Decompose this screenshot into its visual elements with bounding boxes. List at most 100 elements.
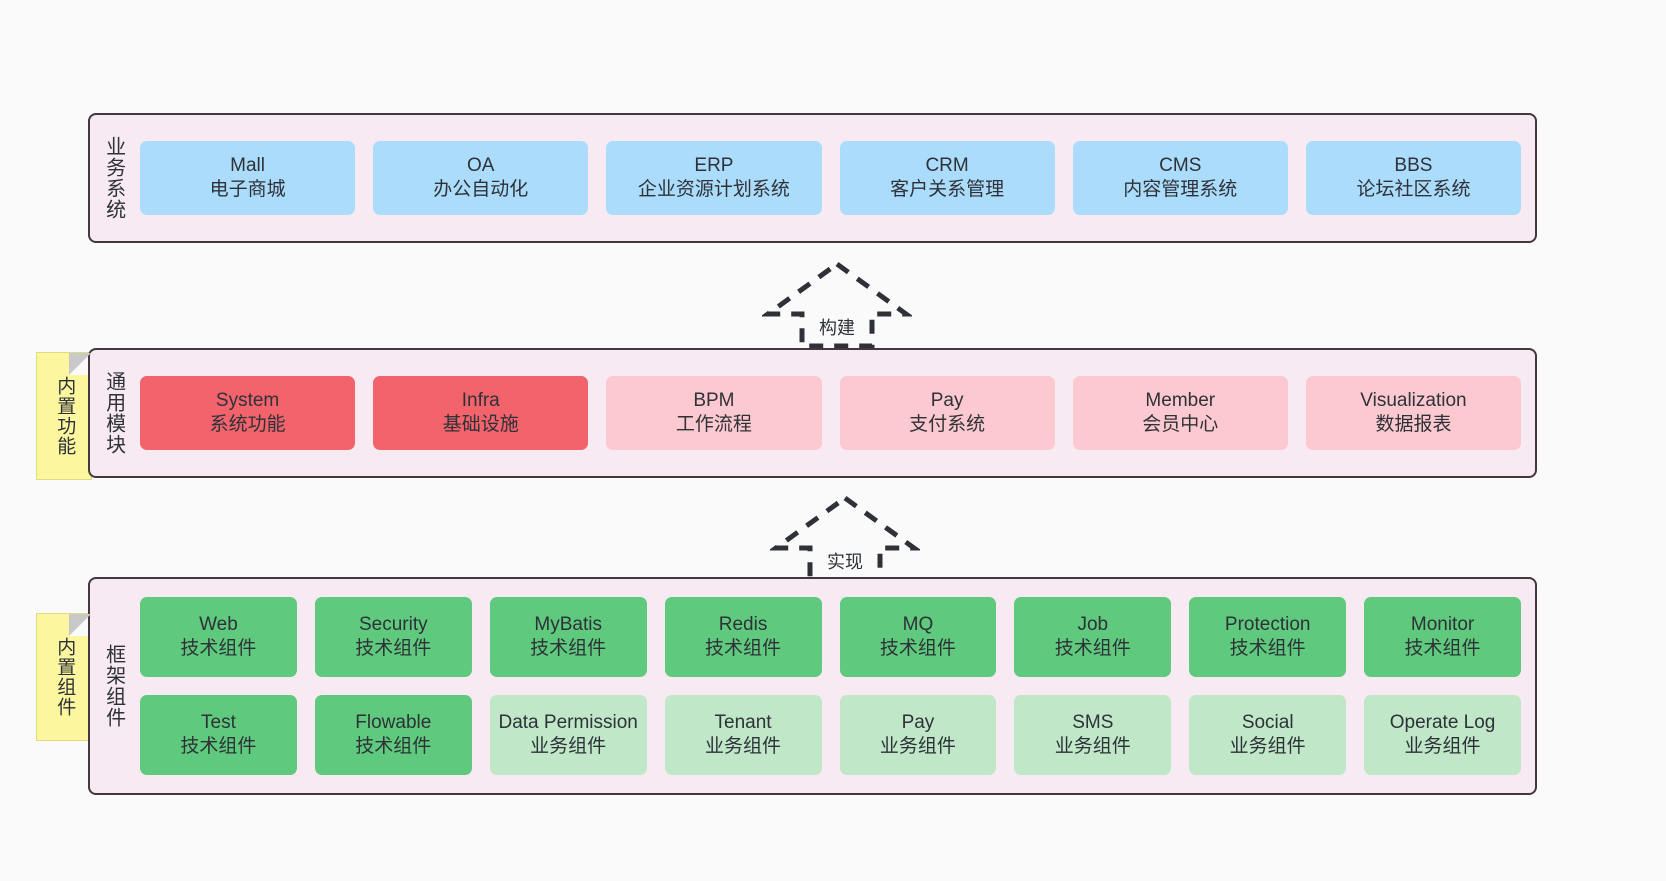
node-title-en: Infra	[461, 390, 500, 412]
connector-realize: 实现	[770, 492, 920, 584]
layer-title-framework-components: 框架组件	[102, 644, 125, 728]
node-erp[interactable]: ERP 企业资源计划系统	[606, 141, 822, 215]
node-pay-module[interactable]: Pay 支付系统	[839, 376, 1055, 450]
node-title-cn: 业务组件	[705, 736, 782, 757]
node-bpm[interactable]: BPM 工作流程	[606, 376, 822, 450]
node-title-cn: 技术组件	[705, 638, 782, 659]
node-protection[interactable]: Protection 技术组件	[1189, 597, 1347, 677]
node-mall[interactable]: Mall 电子商城	[140, 141, 356, 215]
node-title-en: Visualization	[1360, 390, 1467, 412]
node-title-cn: 技术组件	[1054, 638, 1131, 659]
node-title-cn: 业务组件	[530, 736, 607, 757]
node-web[interactable]: Web 技术组件	[140, 597, 297, 677]
node-title-en: Redis	[718, 614, 768, 636]
node-mq[interactable]: MQ 技术组件	[839, 597, 997, 677]
node-bbs[interactable]: BBS 论坛社区系统	[1305, 141, 1522, 215]
note-builtin-components: 内置组件	[36, 613, 92, 741]
layer-row: Test 技术组件 Flowable 技术组件 Data Permission …	[140, 695, 1521, 775]
node-title-cn: 技术组件	[355, 638, 432, 659]
node-title-en: BBS	[1394, 155, 1433, 177]
node-title-cn: 业务组件	[1054, 736, 1131, 757]
node-mybatis[interactable]: MyBatis 技术组件	[489, 597, 647, 677]
node-infra[interactable]: Infra 基础设施	[373, 376, 589, 450]
node-sms[interactable]: SMS 业务组件	[1014, 695, 1172, 775]
layer-business-systems: 业务系统 Mall 电子商城 OA 办公自动化 ERP 企业资源计划系统 CRM…	[88, 113, 1537, 243]
note-label: 内置功能	[54, 376, 76, 456]
node-title-cn: 系统功能	[209, 414, 286, 435]
node-title-en: ERP	[694, 155, 734, 177]
node-title-en: Tenant	[714, 712, 772, 734]
node-title-cn: 技术组件	[1404, 638, 1481, 659]
node-title-en: Security	[358, 614, 428, 636]
node-title-cn: 技术组件	[355, 736, 432, 757]
node-title-cn: 论坛社区系统	[1356, 179, 1471, 200]
layer-body-framework-components: Web 技术组件 Security 技术组件 MyBatis 技术组件 Redi…	[136, 579, 1535, 793]
node-title-cn: 会员中心	[1142, 414, 1219, 435]
node-title-cn: 电子商城	[209, 179, 286, 200]
node-title-en: Mall	[230, 155, 265, 177]
node-redis[interactable]: Redis 技术组件	[664, 597, 822, 677]
node-title-en: Member	[1145, 390, 1216, 412]
node-title-en: System	[215, 390, 280, 412]
node-title-cn: 支付系统	[909, 414, 986, 435]
node-title-cn: 技术组件	[180, 638, 257, 659]
node-title-cn: 企业资源计划系统	[637, 179, 790, 200]
node-system[interactable]: System 系统功能	[140, 376, 356, 450]
node-title-en: OA	[467, 155, 495, 177]
node-cms[interactable]: CMS 内容管理系统	[1072, 141, 1288, 215]
connector-build: 构建	[762, 258, 912, 350]
connector-label-build: 构建	[819, 318, 855, 338]
node-monitor[interactable]: Monitor 技术组件	[1364, 597, 1521, 677]
node-title-cn: 基础设施	[442, 414, 519, 435]
connector-label-realize: 实现	[827, 552, 863, 572]
layer-row: System 系统功能 Infra 基础设施 BPM 工作流程 Pay 支付系统…	[140, 376, 1522, 450]
node-title-en: Pay	[901, 712, 935, 734]
node-title-en: Protection	[1224, 614, 1311, 636]
node-title-cn: 内容管理系统	[1123, 179, 1238, 200]
layer-common-modules: 通用模块 System 系统功能 Infra 基础设施 BPM 工作流程 Pay…	[88, 348, 1537, 478]
node-data-permission[interactable]: Data Permission 业务组件	[489, 695, 647, 775]
node-title-cn: 技术组件	[180, 736, 257, 757]
node-title-en: CRM	[925, 155, 969, 177]
note-builtin-features: 内置功能	[36, 352, 92, 480]
node-security[interactable]: Security 技术组件	[314, 597, 472, 677]
layer-title-common-modules: 通用模块	[102, 371, 125, 455]
node-title-cn: 业务组件	[879, 736, 956, 757]
node-title-en: Test	[201, 712, 236, 734]
node-title-cn: 工作流程	[675, 414, 752, 435]
node-title-cn: 数据报表	[1375, 414, 1452, 435]
node-title-en: CMS	[1159, 155, 1202, 177]
node-title-en: Pay	[930, 390, 964, 412]
node-title-en: Job	[1077, 614, 1109, 636]
node-title-en: Flowable	[355, 712, 432, 734]
note-label: 内置组件	[54, 637, 76, 717]
node-member[interactable]: Member 会员中心	[1072, 376, 1288, 450]
layer-body-business-systems: Mall 电子商城 OA 办公自动化 ERP 企业资源计划系统 CRM 客户关系…	[136, 115, 1535, 241]
node-oa[interactable]: OA 办公自动化	[373, 141, 589, 215]
layer-row: Web 技术组件 Security 技术组件 MyBatis 技术组件 Redi…	[140, 597, 1521, 677]
node-title-en: Monitor	[1410, 614, 1475, 636]
node-crm[interactable]: CRM 客户关系管理	[839, 141, 1055, 215]
node-title-en: MQ	[902, 614, 934, 636]
layer-body-common-modules: System 系统功能 Infra 基础设施 BPM 工作流程 Pay 支付系统…	[136, 350, 1535, 476]
node-tenant[interactable]: Tenant 业务组件	[664, 695, 822, 775]
node-title-cn: 业务组件	[1404, 736, 1481, 757]
node-test[interactable]: Test 技术组件	[140, 695, 297, 775]
layer-framework-components: 框架组件 Web 技术组件 Security 技术组件 MyBatis 技术组件…	[88, 577, 1537, 795]
node-flowable[interactable]: Flowable 技术组件	[314, 695, 472, 775]
node-job[interactable]: Job 技术组件	[1014, 597, 1172, 677]
node-title-cn: 技术组件	[1229, 638, 1306, 659]
node-title-cn: 业务组件	[1229, 736, 1306, 757]
node-social[interactable]: Social 业务组件	[1189, 695, 1347, 775]
layer-title-business-systems: 业务系统	[102, 136, 125, 220]
node-title-cn: 客户关系管理	[890, 179, 1005, 200]
node-title-en: Operate Log	[1389, 712, 1496, 734]
node-pay-component[interactable]: Pay 业务组件	[839, 695, 997, 775]
node-visualization[interactable]: Visualization 数据报表	[1305, 376, 1522, 450]
node-title-cn: 技术组件	[530, 638, 607, 659]
node-title-cn: 技术组件	[879, 638, 956, 659]
node-title-en: SMS	[1072, 712, 1114, 734]
node-operate-log[interactable]: Operate Log 业务组件	[1364, 695, 1521, 775]
node-title-en: Data Permission	[498, 712, 638, 734]
